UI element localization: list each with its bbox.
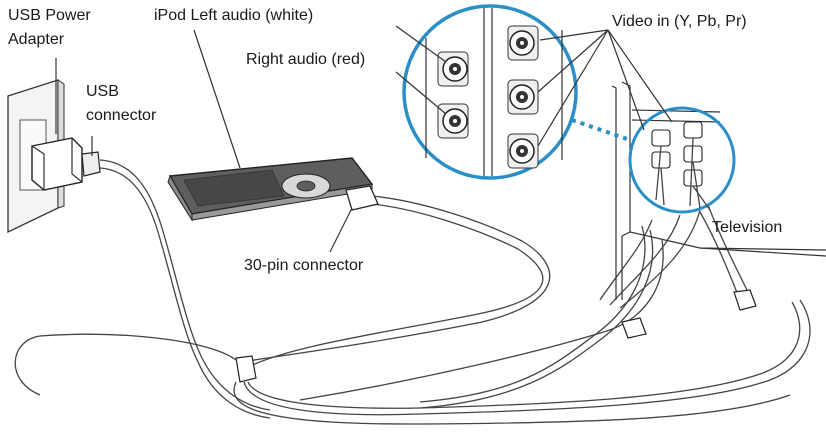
label-usb-power-adapter-2: Adapter: [8, 31, 65, 48]
cable-splitter: [14, 299, 811, 425]
dock-connector: [345, 185, 379, 211]
label-television: Television: [712, 219, 783, 236]
tv-jacks-highlight: [628, 106, 736, 214]
usb-power-adapter: [31, 137, 101, 191]
rca-jack-video-pr: [507, 133, 539, 169]
label-usb-power-adapter-1: USB Power: [8, 7, 91, 24]
leader-lines: [55, 25, 673, 253]
rca-jack-audio-left: [437, 51, 469, 87]
television-panel: [611, 81, 826, 300]
ipod-device: [167, 157, 374, 222]
label-usb-connector-1: USB: [86, 83, 119, 100]
label-video-in: Video in (Y, Pb, Pr): [612, 13, 747, 30]
dock-cable: [243, 195, 551, 370]
rca-jack-video-y: [507, 25, 539, 61]
label-usb-connector-2: connector: [86, 107, 157, 124]
av-cables: [299, 204, 757, 409]
zoom-link: [571, 118, 631, 142]
rca-jack-audio-right: [437, 103, 469, 139]
rca-jack-video-pb: [507, 79, 539, 115]
label-ipod-left-audio: iPod Left audio (white): [154, 7, 314, 24]
label-right-audio: Right audio (red): [246, 51, 366, 68]
usb-cable: [99, 159, 271, 419]
zoom-circle: [402, 4, 578, 180]
label-30-pin-connector: 30-pin connector: [244, 257, 364, 274]
